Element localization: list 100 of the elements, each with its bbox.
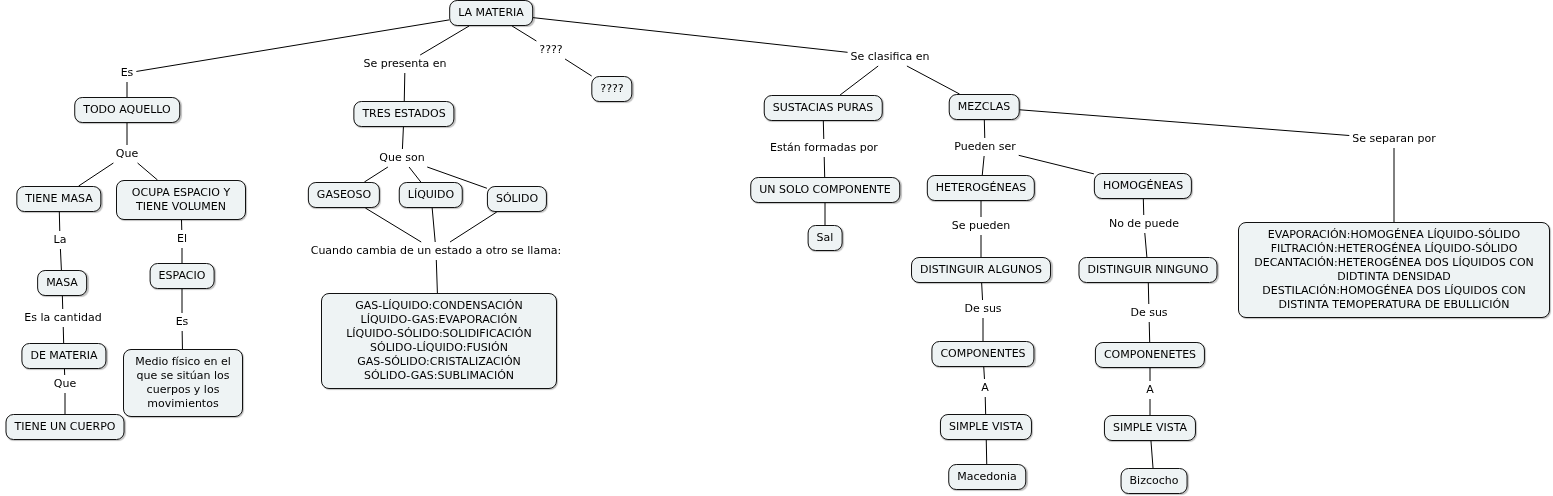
concept-text: LÍQUIDO	[407, 188, 455, 202]
connector-line	[1149, 367, 1151, 382]
concept-box	[763, 95, 883, 121]
connector-line	[511, 25, 537, 42]
connector-line	[363, 166, 389, 183]
connector-line	[1150, 440, 1154, 469]
connector-line	[126, 122, 128, 146]
concept-text: HOMOGÉNEAS	[1102, 179, 1184, 193]
concept-box	[398, 182, 464, 208]
connector-line	[181, 288, 183, 314]
connector-line	[1018, 109, 1350, 136]
concept-box	[21, 343, 107, 369]
concept-text: LA MATERIA	[458, 6, 524, 20]
concept-text: SIMPLE VISTA	[1112, 421, 1188, 435]
connector-line	[981, 155, 985, 176]
concept-text: DISTINGUIR ALGUNOS	[920, 263, 1042, 277]
connector-line	[126, 81, 128, 98]
linking-phrase: Están formadas por	[769, 141, 879, 155]
concept-text: SIMPLE VISTA	[948, 420, 1024, 434]
concept-box	[149, 263, 215, 289]
concept-text: Sal	[816, 231, 834, 245]
connector-line	[1393, 147, 1395, 223]
concept-box	[939, 414, 1033, 440]
connector-line	[64, 392, 66, 415]
concept-text: COMPONENETES	[1103, 348, 1197, 362]
concept-box	[1238, 222, 1550, 318]
linking-phrase: Se separan por	[1351, 132, 1437, 146]
concept-box	[911, 257, 1051, 283]
connector-line	[984, 396, 987, 415]
connector-line	[1149, 398, 1151, 416]
concept-box	[5, 414, 125, 440]
connector-line	[181, 219, 183, 231]
connector-line	[1148, 321, 1151, 343]
concept-box	[74, 97, 180, 123]
connector-line	[983, 119, 986, 139]
concept-text: TODO AQUELLO	[83, 103, 171, 117]
connector-line	[403, 72, 406, 102]
concept-text: Medio físico en el que se sitúan los cuerpos y los movimientos	[134, 355, 232, 411]
connector-line	[985, 439, 988, 465]
concept-box	[16, 186, 102, 212]
connector-line	[78, 162, 114, 187]
concept-text: SUSTACIAS PURAS	[772, 101, 874, 115]
concept-box	[1103, 415, 1197, 441]
connector-line	[419, 25, 470, 56]
connector-line	[1142, 198, 1145, 216]
connector-line	[181, 247, 183, 264]
concept-box	[1078, 257, 1218, 283]
connector-line	[982, 317, 984, 342]
connector-line	[564, 58, 593, 77]
concept-text: MEZCLAS	[957, 100, 1011, 114]
concept-text: OCUPA ESPACIO Y TIENE VOLUMEN	[130, 186, 232, 214]
connector-line	[62, 326, 65, 344]
concept-box	[449, 0, 533, 26]
concept-text: TRES ESTADOS	[362, 107, 446, 121]
connector-line	[364, 207, 422, 243]
concept-text: SÓLIDO	[495, 192, 539, 206]
connector-line	[58, 211, 61, 232]
concept-text: MASA	[46, 276, 78, 290]
concept-box	[1093, 173, 1193, 199]
concept-box	[123, 349, 243, 417]
concept-text: ????	[600, 82, 624, 96]
concept-box	[926, 175, 1036, 201]
concept-text: UN SOLO COMPONENTE	[759, 183, 891, 197]
concept-box	[321, 293, 557, 389]
concept-box	[591, 76, 633, 102]
connector-line	[824, 202, 826, 226]
connector-line	[435, 259, 438, 294]
connector-line	[449, 211, 498, 243]
connector-line	[980, 200, 982, 218]
concept-text: GAS-LÍQUIDO:CONDENSACIÓN	[354, 299, 524, 313]
connector-line	[401, 126, 404, 150]
concept-text: GAS-SÓLIDO:CRISTALIZACIÓN	[356, 355, 522, 369]
concept-box	[116, 180, 246, 220]
concept-box	[37, 270, 87, 296]
concept-text: LÍQUIDO-GAS:EVAPORACIÓN	[359, 313, 519, 327]
concept-text: DISTINGUIR NINGUNO	[1087, 263, 1209, 277]
concept-text: TIENE MASA	[25, 192, 93, 206]
concept-text: GASEOSO	[316, 188, 372, 202]
concept-text: HETEROGÉNEAS	[935, 181, 1027, 195]
concept-text: LÍQUIDO-SÓLIDO:SOLIDIFICACIÓN	[345, 327, 533, 341]
concept-box	[1094, 342, 1206, 368]
connector-line	[426, 166, 488, 189]
linking-phrase: Que	[114, 147, 140, 161]
concept-text: Macedonia	[957, 470, 1017, 484]
concept-box	[486, 186, 548, 212]
connector-line	[59, 248, 62, 271]
connector-line	[135, 19, 450, 72]
connector-line	[822, 120, 825, 140]
connector-line	[1144, 232, 1148, 258]
connector-line	[980, 234, 982, 258]
connector-line	[981, 282, 984, 301]
concept-box	[948, 464, 1026, 490]
concept-text: FILTRACIÓN:HETEROGÉNEA LÍQUIDO-SÓLIDO	[1269, 242, 1519, 256]
connector-line	[906, 65, 961, 95]
linking-phrase: Se pueden	[950, 219, 1012, 233]
concept-text: EVAPORACIÓN:HOMOGÉNEA LÍQUIDO-SÓLIDO	[1266, 228, 1522, 242]
connector-line	[61, 295, 64, 310]
connector-line	[1147, 282, 1150, 305]
concept-text: DE MATERIA	[30, 349, 98, 363]
connector-line	[137, 162, 158, 181]
